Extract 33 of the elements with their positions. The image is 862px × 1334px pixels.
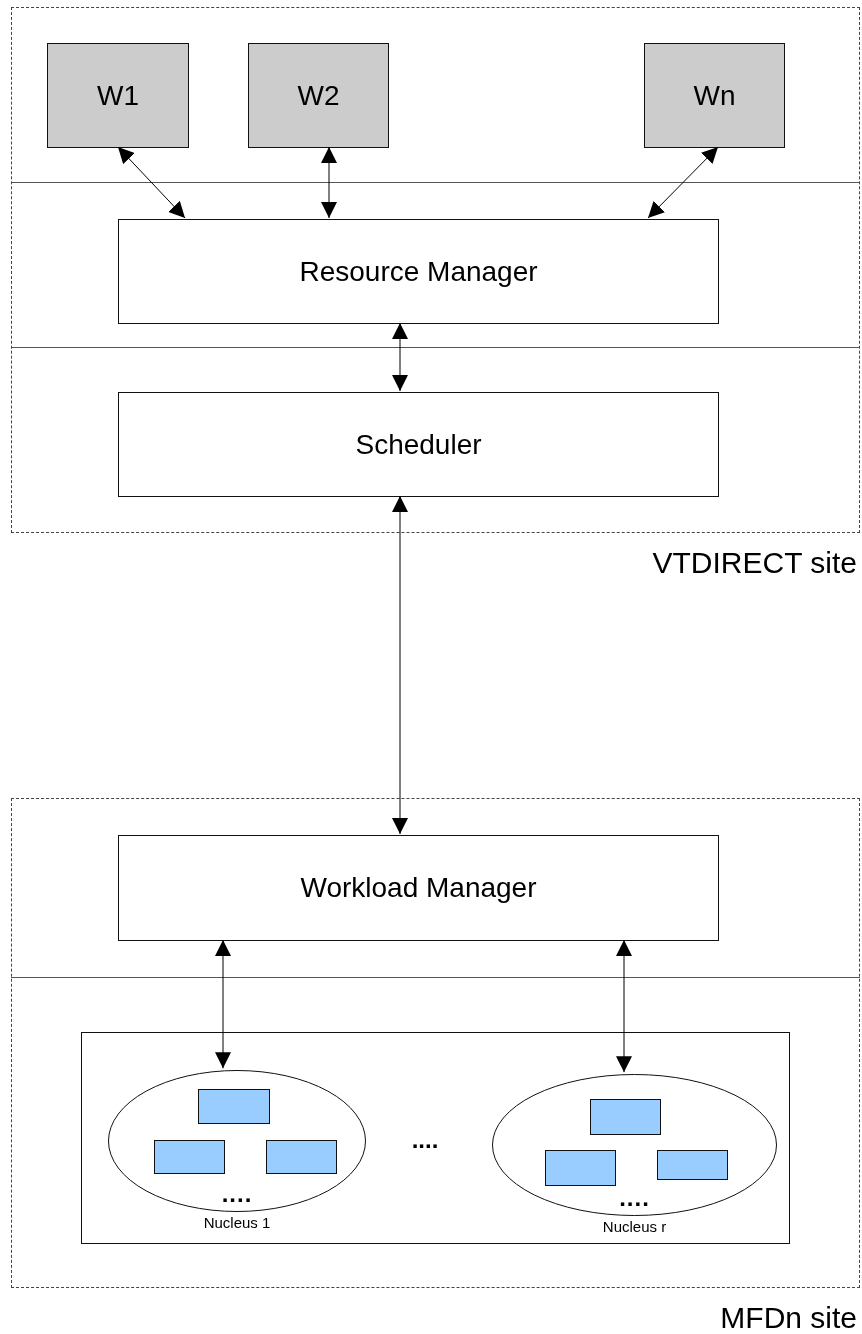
double-arrow xyxy=(321,146,337,219)
double-arrow xyxy=(616,939,632,1073)
worker-box xyxy=(248,43,389,148)
worker-box xyxy=(47,43,189,148)
nucleus-label: Nucleus 1 xyxy=(203,1214,271,1231)
box-label: W1 xyxy=(97,79,139,112)
process-box xyxy=(118,219,719,324)
process-box xyxy=(118,392,719,497)
ellipsis: .... xyxy=(619,1186,650,1210)
small-box xyxy=(657,1150,728,1180)
box-label: Scheduler xyxy=(355,428,482,461)
small-box xyxy=(154,1140,225,1174)
container-box xyxy=(81,1032,790,1244)
box-label: W2 xyxy=(297,79,340,112)
double-arrow xyxy=(392,495,408,835)
double-arrow xyxy=(647,146,719,219)
worker-box xyxy=(644,43,785,148)
site-label: MFDn site xyxy=(720,1301,857,1334)
box-label: Resource Manager xyxy=(299,255,538,288)
ellipsis: .... xyxy=(221,1182,253,1206)
nucleus-label: Nucleus r xyxy=(602,1218,667,1235)
small-box xyxy=(198,1089,270,1124)
small-box xyxy=(545,1150,616,1186)
double-arrow xyxy=(117,146,186,219)
double-arrow xyxy=(392,322,408,392)
box-label: Wn xyxy=(693,79,736,112)
site-label: VTDIRECT site xyxy=(652,546,857,580)
process-box xyxy=(118,835,719,941)
small-box xyxy=(266,1140,337,1174)
box-label: Workload Manager xyxy=(300,872,537,904)
small-box xyxy=(590,1099,661,1135)
ellipsis: .... xyxy=(411,1128,439,1152)
double-arrow xyxy=(215,939,231,1069)
